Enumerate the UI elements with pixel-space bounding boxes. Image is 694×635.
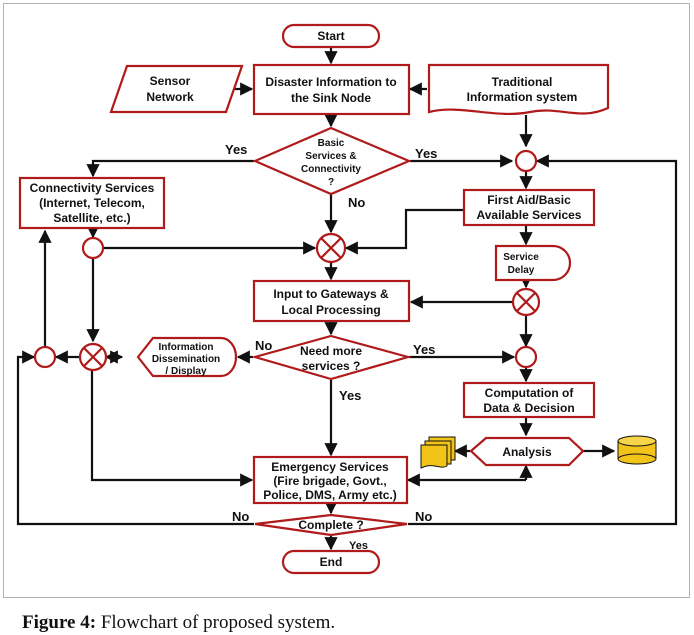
complete-no-left-label: No: [232, 509, 249, 524]
merge-junction-left: [78, 342, 108, 372]
basic-yes-left-label: Yes: [225, 142, 247, 157]
info-dissemination-node: Information Dissemination / Display: [136, 336, 238, 378]
complete-no-right-label: No: [415, 509, 432, 524]
emergency-services-label-2: (Fire brigade, Govt.,: [273, 474, 386, 488]
need-more-label-1: Need more: [300, 344, 362, 358]
merge-junction-delay: [511, 287, 541, 317]
service-delay-node: Service Delay: [494, 244, 572, 282]
analysis-label: Analysis: [502, 445, 552, 459]
info-dissemination-label-3: / Display: [165, 366, 207, 377]
info-dissemination-label-1: Information: [159, 342, 214, 353]
start-label: Start: [317, 29, 344, 43]
connectors: [16, 48, 678, 551]
need-yes-down-label: Yes: [339, 388, 361, 403]
need-yes-right-label: Yes: [413, 342, 435, 357]
junction-computation: [514, 345, 538, 369]
junction-traditional: [514, 149, 538, 173]
info-dissemination-label-2: Dissemination: [152, 354, 220, 365]
caption-text: Flowchart of proposed system.: [96, 612, 335, 633]
end-label: End: [320, 555, 343, 569]
need-more-services-decision: Need more services ?: [250, 334, 413, 381]
figure-frame: [3, 3, 690, 598]
emergency-services-node: Emergency Services (Fire brigade, Govt.,…: [252, 455, 409, 505]
basic-services-label-4: ?: [328, 177, 334, 188]
end-node: End: [281, 549, 381, 575]
sensor-network-label-2: Network: [146, 90, 194, 104]
analysis-node: Analysis: [469, 436, 585, 467]
connectivity-services-label-2: (Internet, Telecom,: [39, 196, 145, 210]
complete-yes-label: Yes: [349, 540, 368, 552]
merge-junction-center: [315, 232, 347, 264]
need-no-label: No: [255, 338, 272, 353]
database-icon: [617, 435, 657, 465]
need-more-label-2: services ?: [302, 359, 361, 373]
computation-label-1: Computation of: [485, 386, 575, 400]
traditional-information-label-1: Traditional: [492, 75, 553, 89]
sensor-network-node: Sensor Network: [109, 64, 244, 114]
edge-labels: Yes Yes No No Yes Yes No No Yes: [225, 142, 437, 552]
first-aid-label-1: First Aid/Basic: [487, 193, 571, 207]
service-delay-label-2: Delay: [508, 265, 535, 276]
junction-left-loop: [33, 345, 57, 369]
emergency-services-label-1: Emergency Services: [271, 460, 389, 474]
complete-label: Complete ?: [298, 518, 363, 532]
figure-caption: Figure 4: Flowchart of proposed system.: [22, 612, 335, 633]
caption-label: Figure 4:: [22, 612, 96, 633]
connectivity-services-label-1: Connectivity Services: [30, 181, 155, 195]
junction-circles: [33, 149, 538, 369]
basic-yes-right-label: Yes: [415, 146, 437, 161]
basic-services-decision: Basic Services & Connectivity ?: [252, 126, 412, 196]
start-node: Start: [281, 23, 381, 49]
service-delay-label-1: Service: [503, 252, 539, 263]
complete-decision: Complete ?: [254, 513, 408, 537]
basic-services-label-2: Services &: [305, 151, 356, 162]
emergency-services-label-3: Police, DMS, Army etc.): [263, 488, 397, 502]
basic-services-label-1: Basic: [318, 138, 345, 149]
connectivity-services-node: Connectivity Services (Internet, Telecom…: [18, 176, 166, 230]
connectivity-services-label-3: Satellite, etc.): [53, 211, 130, 225]
computation-label-2: Data & Decision: [483, 401, 574, 415]
sensor-network-label-1: Sensor: [150, 74, 191, 88]
disaster-information-node: Disaster Information to the Sink Node: [252, 63, 411, 116]
disaster-information-label-1: Disaster Information to: [265, 75, 396, 89]
gateways-processing-label-2: Local Processing: [281, 303, 380, 317]
first-aid-label-2: Available Services: [477, 208, 582, 222]
traditional-information-label-2: Information system: [467, 90, 578, 104]
junction-connectivity: [81, 236, 105, 260]
computation-node: Computation of Data & Decision: [462, 381, 596, 419]
gateways-processing-node: Input to Gateways & Local Processing: [252, 279, 411, 323]
gateways-processing-label-1: Input to Gateways &: [273, 287, 389, 301]
basic-services-label-3: Connectivity: [301, 164, 361, 175]
merge-junctions: [78, 232, 541, 372]
traditional-information-node: Traditional Information system: [427, 63, 610, 116]
first-aid-node: First Aid/Basic Available Services: [462, 188, 596, 227]
basic-no-label: No: [348, 195, 365, 210]
multi-document-icon: [420, 436, 456, 469]
disaster-information-label-2: the Sink Node: [291, 91, 371, 105]
